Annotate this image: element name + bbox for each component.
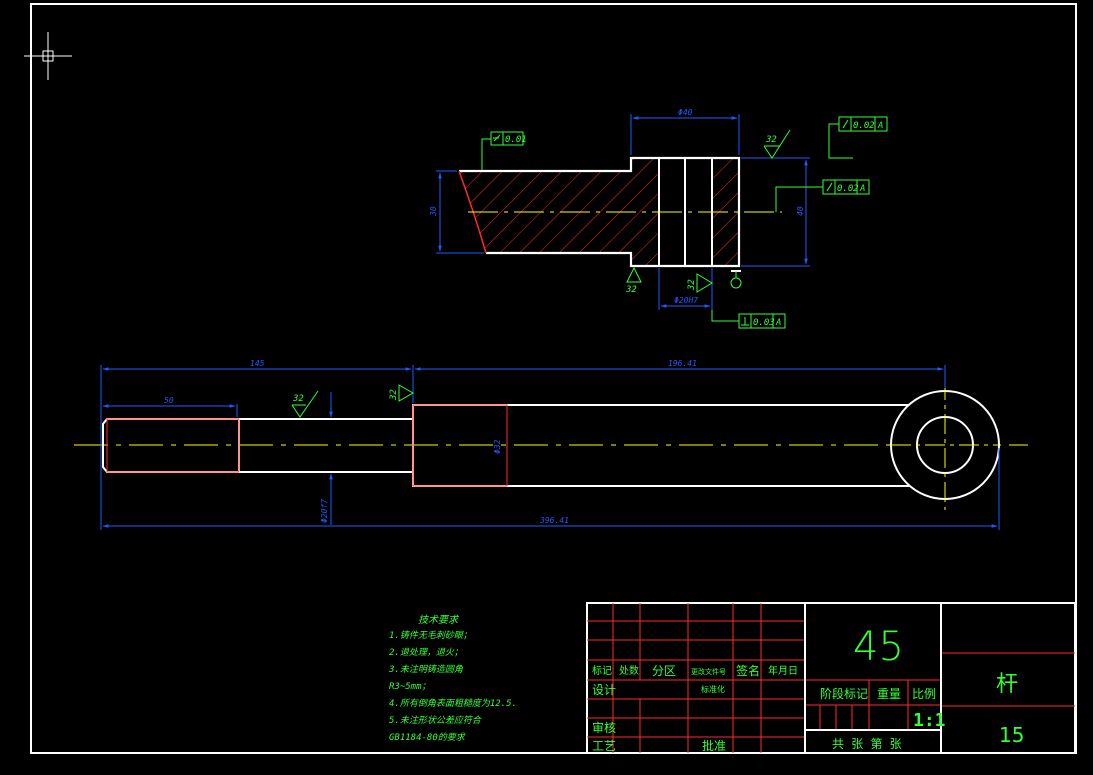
material-label: 45 bbox=[853, 624, 904, 670]
svg-text:A: A bbox=[859, 184, 865, 194]
check-label: 审核 bbox=[592, 720, 616, 735]
gdt-flatness: 0.01 bbox=[481, 131, 527, 170]
roughness-symbol-5: 32 bbox=[389, 384, 415, 402]
requirement-line: R3~5mm； bbox=[389, 682, 431, 692]
roughness-symbol-3: 32 bbox=[687, 273, 713, 293]
gdt-runout-1: 0.02 A bbox=[828, 116, 888, 159]
crosshair-cursor-icon bbox=[24, 32, 72, 80]
requirements-title: 技术要求 bbox=[418, 614, 460, 626]
stage-mark-label: 阶段标记 bbox=[820, 686, 868, 701]
part-name: 杆 bbox=[996, 672, 1018, 697]
weight-label: 重量 bbox=[877, 687, 901, 701]
scale-label: 比例 bbox=[912, 687, 936, 701]
drawing-number: 15 bbox=[999, 723, 1024, 747]
section-outline bbox=[459, 156, 741, 268]
svg-text:0.01: 0.01 bbox=[505, 135, 527, 145]
section-hatch bbox=[459, 158, 659, 266]
gdt-perpendicularity: 0.03 A bbox=[711, 310, 786, 329]
shaft bbox=[239, 418, 413, 473]
drawing-border bbox=[30, 3, 1077, 754]
scale-value: 1:1 bbox=[913, 710, 946, 731]
dim-bore-dia: Φ20H7 bbox=[674, 296, 698, 305]
dim-right-height: 40 bbox=[796, 206, 805, 216]
dim-left-height: 30 bbox=[429, 206, 438, 217]
roughness-symbol-1: 32 bbox=[763, 129, 791, 159]
sheets-label: 共 张 第 张 bbox=[832, 737, 902, 751]
hdr-docno: 更改文件号 bbox=[691, 667, 726, 676]
datum-symbol-icon bbox=[730, 270, 742, 289]
hdr-zone: 分区 bbox=[652, 664, 676, 678]
dim-len-196: 196.41 bbox=[668, 359, 697, 368]
dim-len-145: 145 bbox=[250, 359, 265, 368]
hdr-date: 年月日 bbox=[768, 664, 798, 677]
requirement-line: 4.所有倒角表面粗糙度为12.5. bbox=[389, 698, 517, 709]
dim-bore-body: Φ32 bbox=[493, 439, 502, 454]
svg-text:0.02: 0.02 bbox=[837, 184, 859, 194]
svg-text:32: 32 bbox=[687, 279, 697, 291]
dim-len-50: 50 bbox=[164, 396, 174, 405]
svg-text:32: 32 bbox=[389, 389, 399, 401]
svg-text:A: A bbox=[877, 121, 883, 131]
hdr-count: 处数 bbox=[619, 664, 639, 677]
section-view: Φ40 30 40 Φ20H7 0.01 0.02 A bbox=[429, 108, 888, 329]
hdr-sign: 签名 bbox=[736, 663, 760, 678]
svg-text:32: 32 bbox=[625, 285, 637, 295]
design-label: 设计 bbox=[592, 683, 616, 697]
main-view: 145 50 196.41 396.41 Φ32 Φ20f7 32 32 bbox=[74, 359, 1028, 530]
svg-text:32: 32 bbox=[765, 135, 777, 145]
technical-requirements: 技术要求 1.铸件无毛刺砂眼； 2.退处理，退火； 3.未注明铸造圆角 R3~5… bbox=[388, 614, 517, 743]
requirement-line: GB1184-80的要求 bbox=[389, 732, 466, 743]
requirement-line: 3.未注明铸造圆角 bbox=[388, 664, 464, 675]
roughness-symbol-4: 32 bbox=[291, 390, 319, 418]
requirement-line: 2.退处理，退火； bbox=[389, 647, 463, 658]
title-block: 45 杆 15 标记 处数 分区 更改文件号 签名 年月日 设计 标准化 阶段标… bbox=[586, 602, 1076, 754]
dim-total-len: 396.41 bbox=[539, 516, 569, 525]
svg-text:32: 32 bbox=[292, 394, 304, 404]
svg-text:0.03: 0.03 bbox=[753, 318, 775, 328]
process-label: 工艺 bbox=[592, 739, 616, 753]
approve-label: 批准 bbox=[702, 738, 726, 753]
dim-dia-top: Φ40 bbox=[678, 108, 693, 117]
hdr-mark: 标记 bbox=[592, 665, 612, 677]
dim-shaft-dia: Φ20f7 bbox=[320, 499, 329, 523]
gdt-runout-2: 0.02 A bbox=[775, 179, 870, 212]
requirement-line: 1.铸件无毛刺砂眼； bbox=[389, 630, 472, 641]
requirement-line: 5.未注形状公差应符合 bbox=[389, 715, 482, 726]
svg-text:0.02: 0.02 bbox=[853, 121, 875, 131]
roughness-symbol-2: 32 bbox=[625, 266, 642, 295]
svg-text:A: A bbox=[775, 318, 781, 328]
standardize-label: 标准化 bbox=[701, 684, 725, 694]
